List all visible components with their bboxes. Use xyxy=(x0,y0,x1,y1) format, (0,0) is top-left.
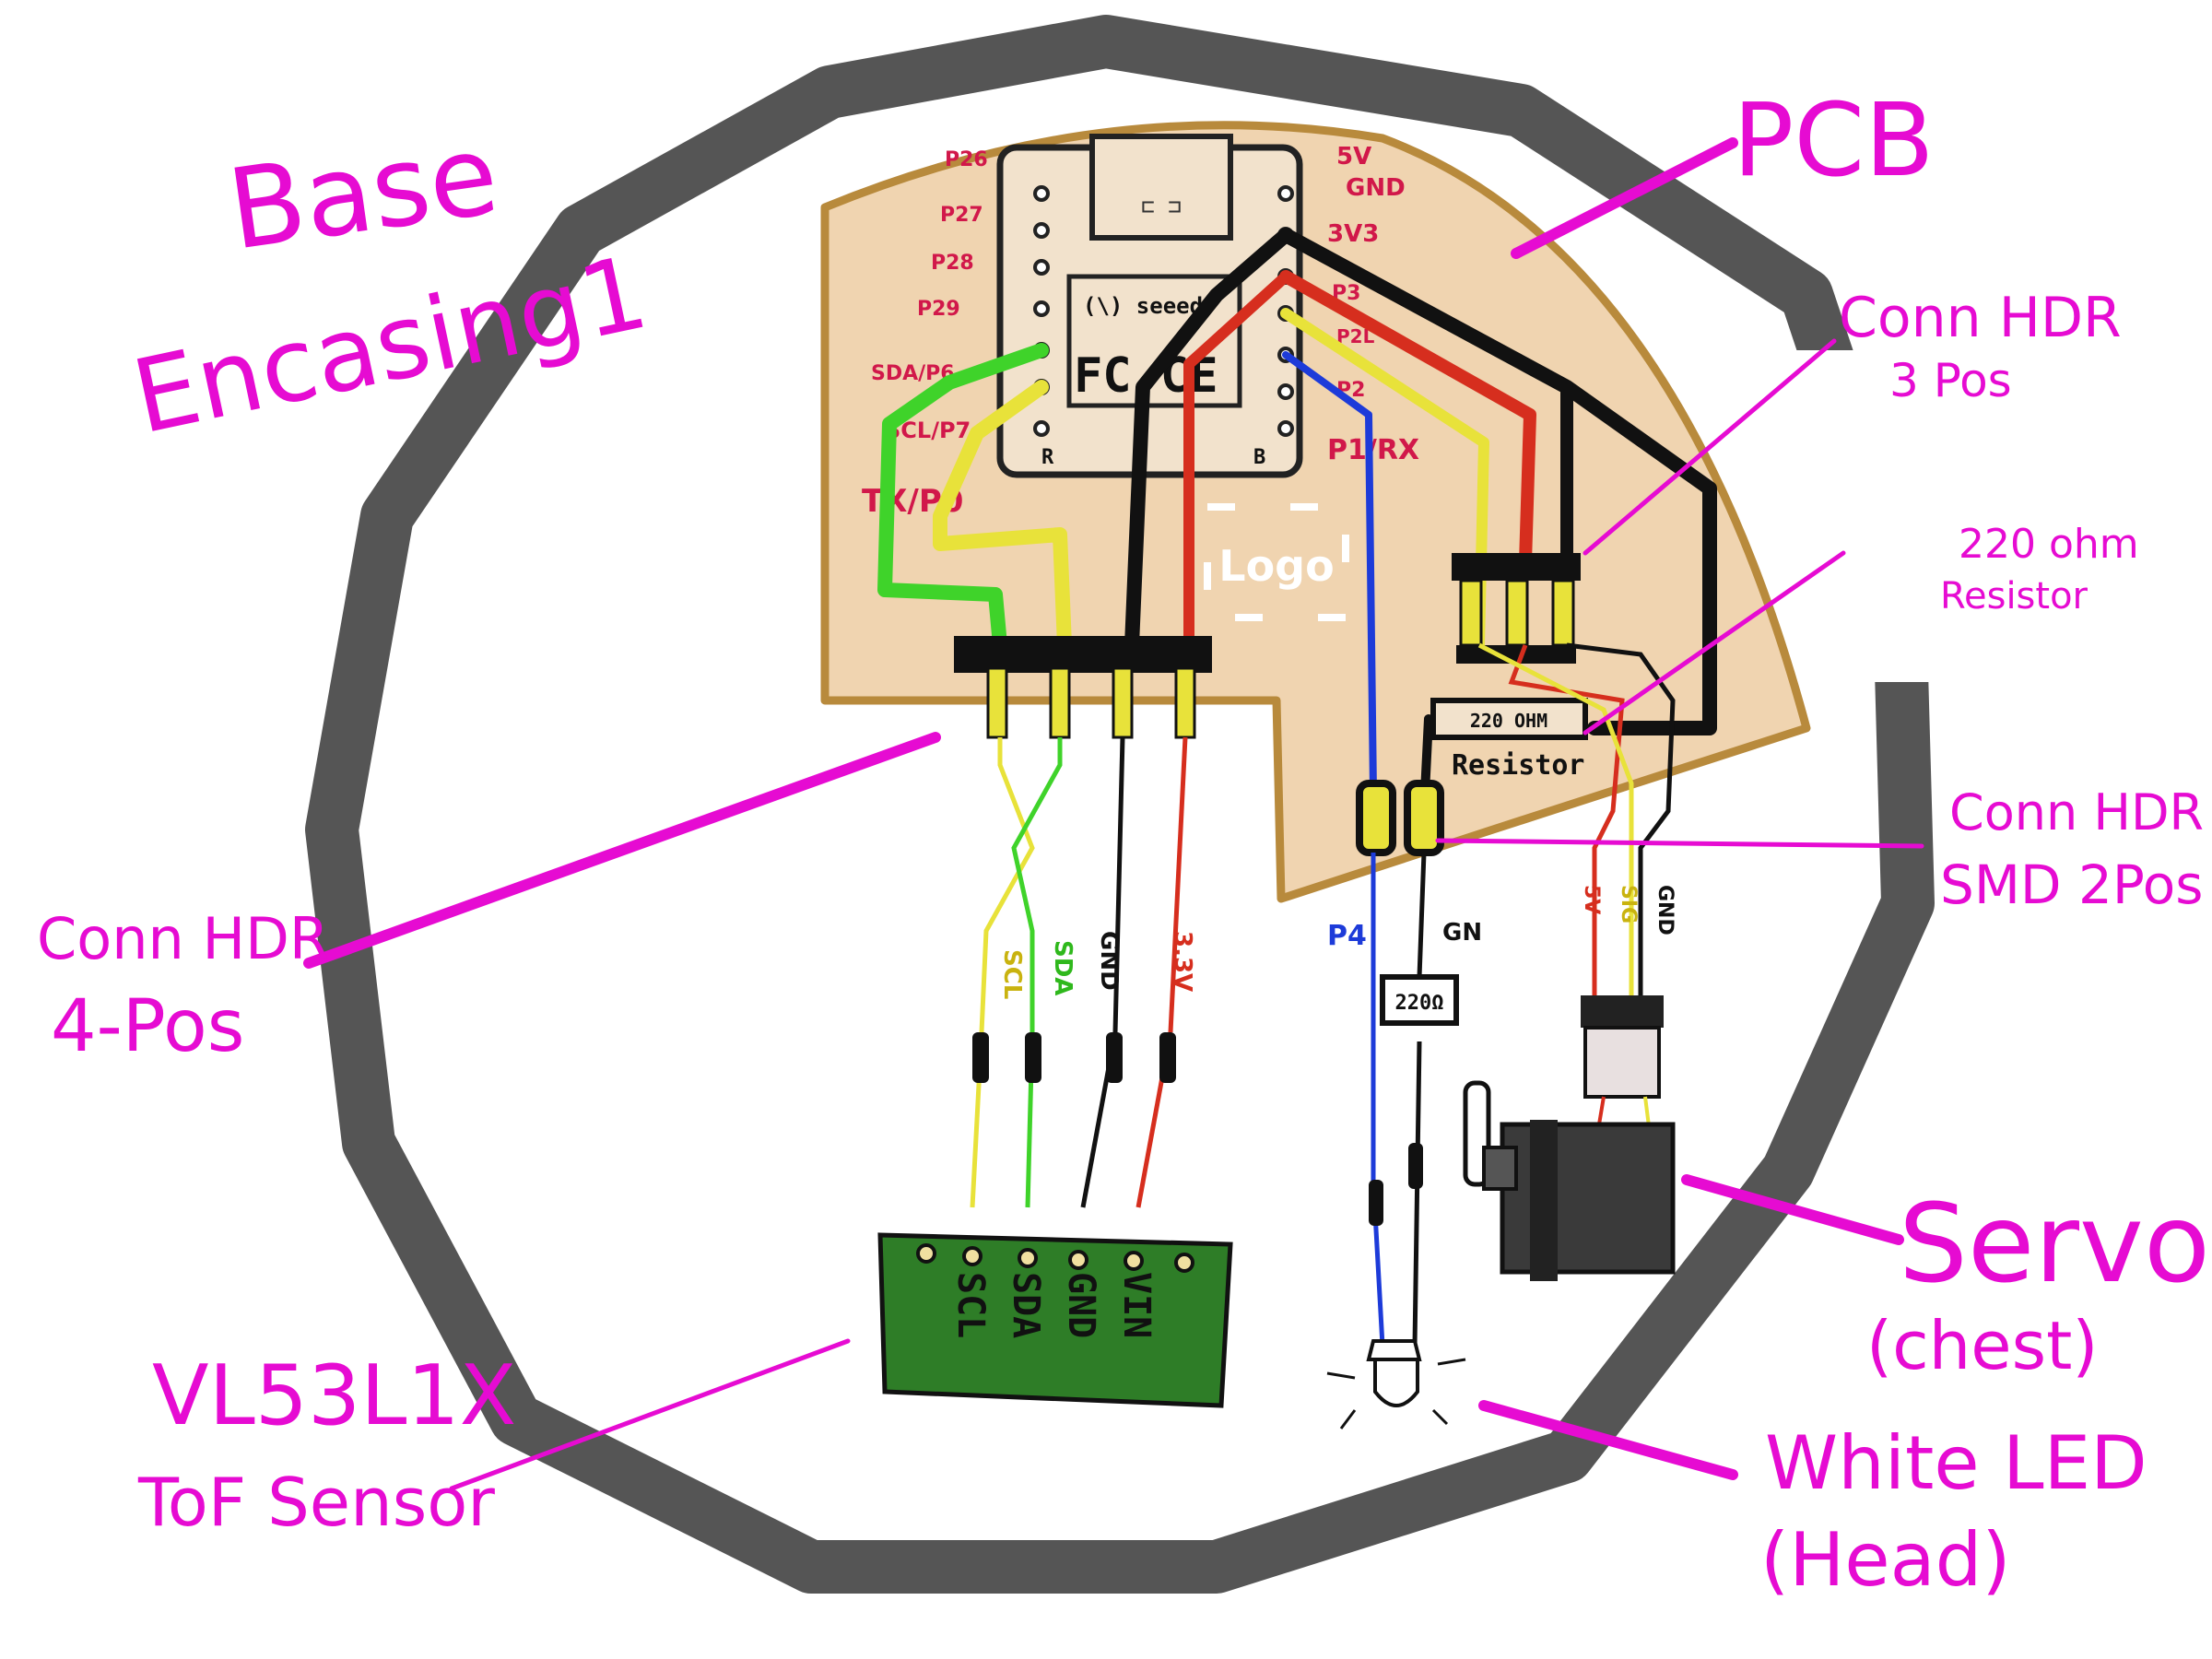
wire-label-gnd2: GND xyxy=(1653,885,1677,935)
pin-label-p1rx: P1/RX xyxy=(1327,434,1419,466)
label-servo-1: Servo xyxy=(1899,1180,2210,1307)
pcb-resistor-label: Resistor xyxy=(1452,749,1585,782)
label-base-encasing-1: Base xyxy=(221,111,506,275)
annotation-leaders xyxy=(303,137,1924,1491)
pin-label-p29: P29 xyxy=(917,298,960,321)
label-white-led-2: (Head) xyxy=(1760,1517,2011,1603)
servo-wires xyxy=(1477,642,1676,995)
pin-label-p27: P27 xyxy=(940,204,983,227)
label-base-encasing-2: Encasing1 xyxy=(124,233,657,457)
pin-label-p28: P28 xyxy=(931,252,974,275)
label-pcb: PCB xyxy=(1733,81,1935,199)
sensor-pin-scl: SCL xyxy=(949,1272,992,1338)
label-resistor-1: 220 ohm xyxy=(1959,521,2139,568)
wire-label-gn: GN xyxy=(1442,919,1482,947)
wire-label-5v: 5V xyxy=(1580,885,1603,914)
white-led xyxy=(1326,1339,1466,1430)
label-resistor-2: Resistor xyxy=(1940,575,2088,618)
pcb-resistor: 220 OHM Resistor xyxy=(1430,698,1588,782)
servo-motor xyxy=(1463,1080,1676,1281)
label-tof-1: VL53L1X xyxy=(152,1347,516,1444)
label-tof-2: ToF Sensor xyxy=(137,1464,495,1541)
led-wires xyxy=(1371,852,1427,1347)
pcb-resistor-value: 220 OHM xyxy=(1470,710,1547,732)
conn-hdr-3pos xyxy=(1452,553,1581,664)
board-brand: (\) seeed xyxy=(1083,293,1203,319)
wire-label-scl: SCL xyxy=(998,949,1026,999)
led-resistor-value: 220Ω xyxy=(1395,992,1444,1015)
pcb-logo: Logo xyxy=(1204,503,1349,621)
pin-label-p26: P26 xyxy=(945,148,988,171)
pcb-board xyxy=(820,121,1811,903)
logo-text: Logo xyxy=(1218,541,1334,591)
sensor-pin-vin: VIN xyxy=(1115,1272,1158,1338)
wire-label-sig: SIG xyxy=(1617,885,1640,924)
conn-hdr-smd-2pos xyxy=(1356,780,1444,856)
board-side-r: R xyxy=(1041,446,1054,469)
wire-label-sda: SDA xyxy=(1049,940,1077,995)
label-conn-hdr-3pos-1: Conn HDR xyxy=(1839,286,2122,350)
label-conn-hdr-4pos-2: 4-Pos xyxy=(51,985,244,1068)
label-conn-hdr-3pos-2: 3 Pos xyxy=(1889,354,2012,407)
wire-label-p4: P4 xyxy=(1327,920,1367,952)
led-plugs xyxy=(1369,1143,1423,1226)
label-white-led-1: White LED xyxy=(1765,1420,2147,1506)
pin-label-5v: 5V xyxy=(1336,143,1371,171)
wire-label-3v3: 3.3V xyxy=(1169,931,1196,992)
sensor-pin-sda: SDA xyxy=(1005,1272,1047,1338)
sensor-pin-gnd: GND xyxy=(1060,1272,1102,1338)
xiao-module: ⊏ ⊐ (\) seeed FC CE R B P26 P27 P28 P29 … xyxy=(862,134,1419,520)
label-conn-hdr-4pos-1: Conn HDR xyxy=(37,905,329,972)
wire-label-gnd: GND xyxy=(1095,931,1123,991)
pin-label-3v3: 3V3 xyxy=(1327,220,1379,248)
servo-connector xyxy=(1581,995,1664,1099)
usb-connector-glyph: ⊏ ⊐ xyxy=(1141,194,1181,219)
label-conn-hdr-smd-1: Conn HDR xyxy=(1949,783,2204,841)
label-servo-2: (chest) xyxy=(1866,1307,2098,1384)
label-conn-hdr-smd-2: SMD 2Pos xyxy=(1940,853,2203,916)
led-resistor: 220Ω xyxy=(1380,974,1459,1026)
sensor-wire-plugs xyxy=(972,1032,1176,1083)
board-side-b: B xyxy=(1253,446,1265,469)
pin-label-gnd: GND xyxy=(1346,174,1406,202)
tof-sensor-board: SCL SDA GND VIN xyxy=(877,1232,1233,1408)
